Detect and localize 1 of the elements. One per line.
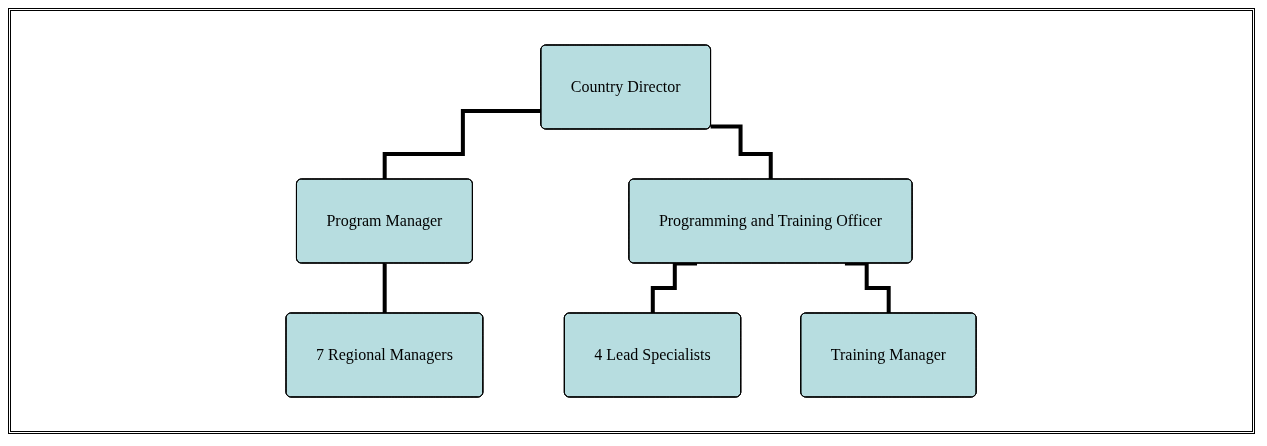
diagram-frame: Country Director Program Manager Programming and Training Officer 7 Regional Managers 4 Lead Specialists Training Manager (8, 8, 1255, 434)
